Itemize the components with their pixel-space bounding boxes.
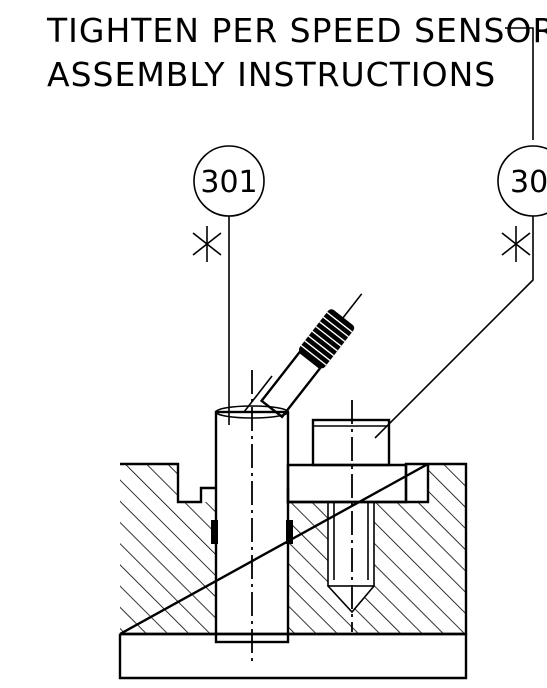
balloon-301: 301 [193, 145, 265, 217]
note-leader-line [505, 27, 534, 140]
housing-hatch-middle [288, 502, 406, 634]
note-line-1: TIGHTEN PER SPEED SENSOR [46, 11, 547, 50]
base-plate [118, 634, 468, 680]
bolt-shank [327, 501, 375, 587]
connector-base-left [243, 375, 273, 413]
mounting-bracket [286, 463, 408, 504]
balloon-30-label: 30 [510, 165, 547, 200]
critical-marker-left [192, 226, 222, 262]
o-ring-right [286, 520, 293, 544]
note-line-2: ASSEMBLY INSTRUCTIONS [47, 55, 496, 94]
sensor-connector [259, 293, 363, 419]
housing-hatch-right [406, 464, 466, 634]
housing-hatch-left [120, 464, 201, 634]
o-ring-left [211, 520, 218, 544]
critical-marker-right [501, 226, 531, 262]
bolt-head [311, 418, 391, 467]
balloon-30: 30 [497, 145, 547, 217]
balloon-301-label: 301 [200, 165, 257, 200]
bolt-tip [327, 585, 375, 614]
leader-30 [374, 216, 534, 439]
